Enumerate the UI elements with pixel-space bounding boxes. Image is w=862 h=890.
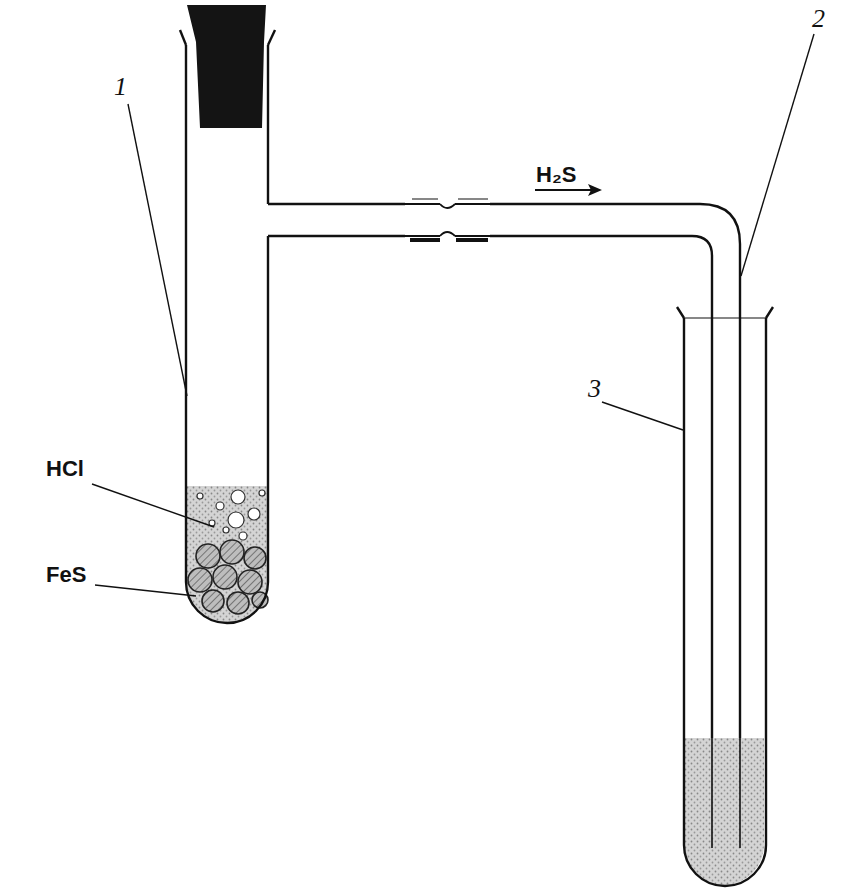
leader-lines: [92, 34, 814, 596]
delivery-tube: [268, 204, 740, 848]
receiver-tube: [677, 307, 773, 886]
rubber-joint: [405, 199, 490, 242]
reagent-label: FeS: [46, 564, 86, 586]
callout-number: 2: [812, 6, 825, 32]
acid-liquid: [187, 486, 267, 622]
stopper: [187, 5, 266, 128]
iron-sulfide-lumps: [188, 540, 268, 614]
callout-number: 3: [588, 376, 601, 402]
gas-bubbles: [197, 490, 265, 540]
delivery-tube-end: [712, 738, 740, 848]
callout-number: 1: [114, 74, 127, 100]
gas-formula: H₂S: [536, 164, 576, 186]
receiver-liquid: [684, 738, 764, 885]
reagent-label: HCl: [46, 458, 84, 480]
